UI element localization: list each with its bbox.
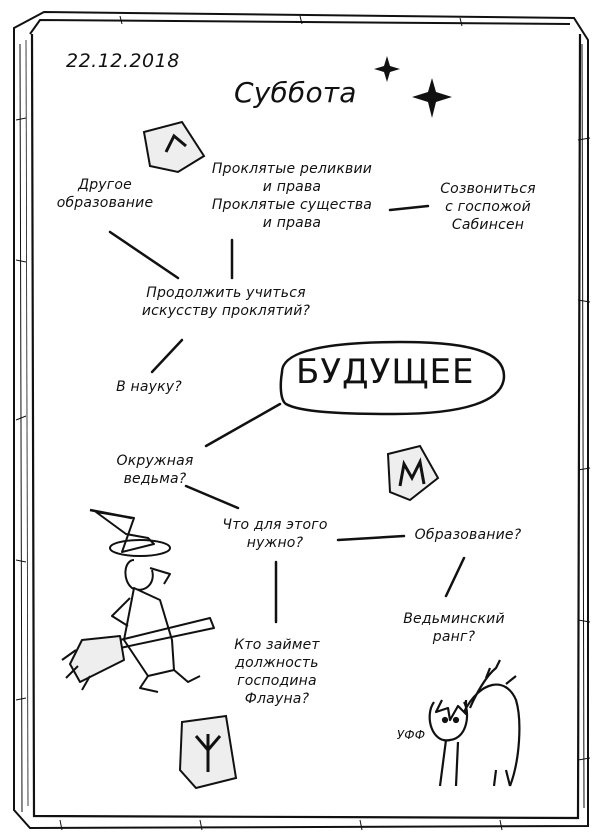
node-district-witch: Окружная ведьма?: [104, 452, 206, 488]
book-frame: [13, 10, 589, 830]
node-witch-rank: Ведьминский ранг?: [394, 610, 514, 646]
node-line: и права: [262, 179, 322, 195]
frame-hatching: [15, 15, 591, 831]
center-word-future: БУДУЩЕЕ: [296, 352, 475, 392]
date-label: 22.12.2018: [66, 50, 180, 72]
day-title: Суббота: [234, 76, 357, 109]
future-bubble: [279, 340, 506, 416]
star-icon: [374, 56, 400, 82]
node-line: Продолжить учиться: [146, 285, 306, 301]
node-line: Флауна?: [244, 691, 310, 707]
connector-lines: [108, 204, 466, 624]
node-continue-curse-study: Продолжить учиться искусству проклятий?: [128, 284, 324, 320]
node-line: ранг?: [432, 629, 476, 645]
node-line: Ведьминский: [403, 611, 505, 627]
node-line: Проклятые реликвии: [211, 161, 373, 177]
node-line: должность: [235, 655, 319, 671]
cat-sound-label: УФФ: [396, 728, 426, 742]
node-line: Проклятые существа: [211, 197, 373, 213]
node-line: Кто займет: [234, 637, 320, 653]
node-line: Что для этого: [222, 517, 328, 533]
node-education: Образование?: [408, 526, 528, 544]
node-call-sabinsen: Созвониться с госпожой Сабинсен: [418, 180, 558, 234]
rune-algiz: [178, 714, 238, 790]
node-line: образование: [56, 195, 154, 211]
node-what-needed: Что для этого нужно?: [200, 516, 350, 552]
rune-m: [386, 444, 440, 502]
node-line: господина: [237, 673, 317, 689]
node-line: Окружная: [116, 453, 194, 469]
star-icon: [412, 78, 452, 118]
node-line: Образование?: [414, 527, 522, 543]
node-line: с госпожой: [445, 199, 531, 215]
node-line: Другое: [78, 177, 132, 193]
node-line: ведьма?: [123, 471, 187, 487]
node-line: и права: [262, 215, 322, 231]
scared-cat-icon: [428, 659, 521, 787]
node-line: нужно?: [246, 535, 304, 551]
node-science: В науку?: [104, 378, 194, 396]
node-line: искусству проклятий?: [141, 303, 311, 319]
node-other-education: Другое образование: [50, 176, 160, 212]
node-line: В науку?: [116, 379, 182, 395]
node-position: Кто займет должность господина Флауна?: [212, 636, 342, 708]
node-line: Созвониться: [440, 181, 536, 197]
rune-gamma: [142, 120, 206, 174]
witch-on-broom-icon: [61, 508, 215, 693]
node-curse-items: Проклятые реликвии и права Проклятые сущ…: [200, 160, 384, 232]
node-line: Сабинсен: [451, 217, 525, 233]
